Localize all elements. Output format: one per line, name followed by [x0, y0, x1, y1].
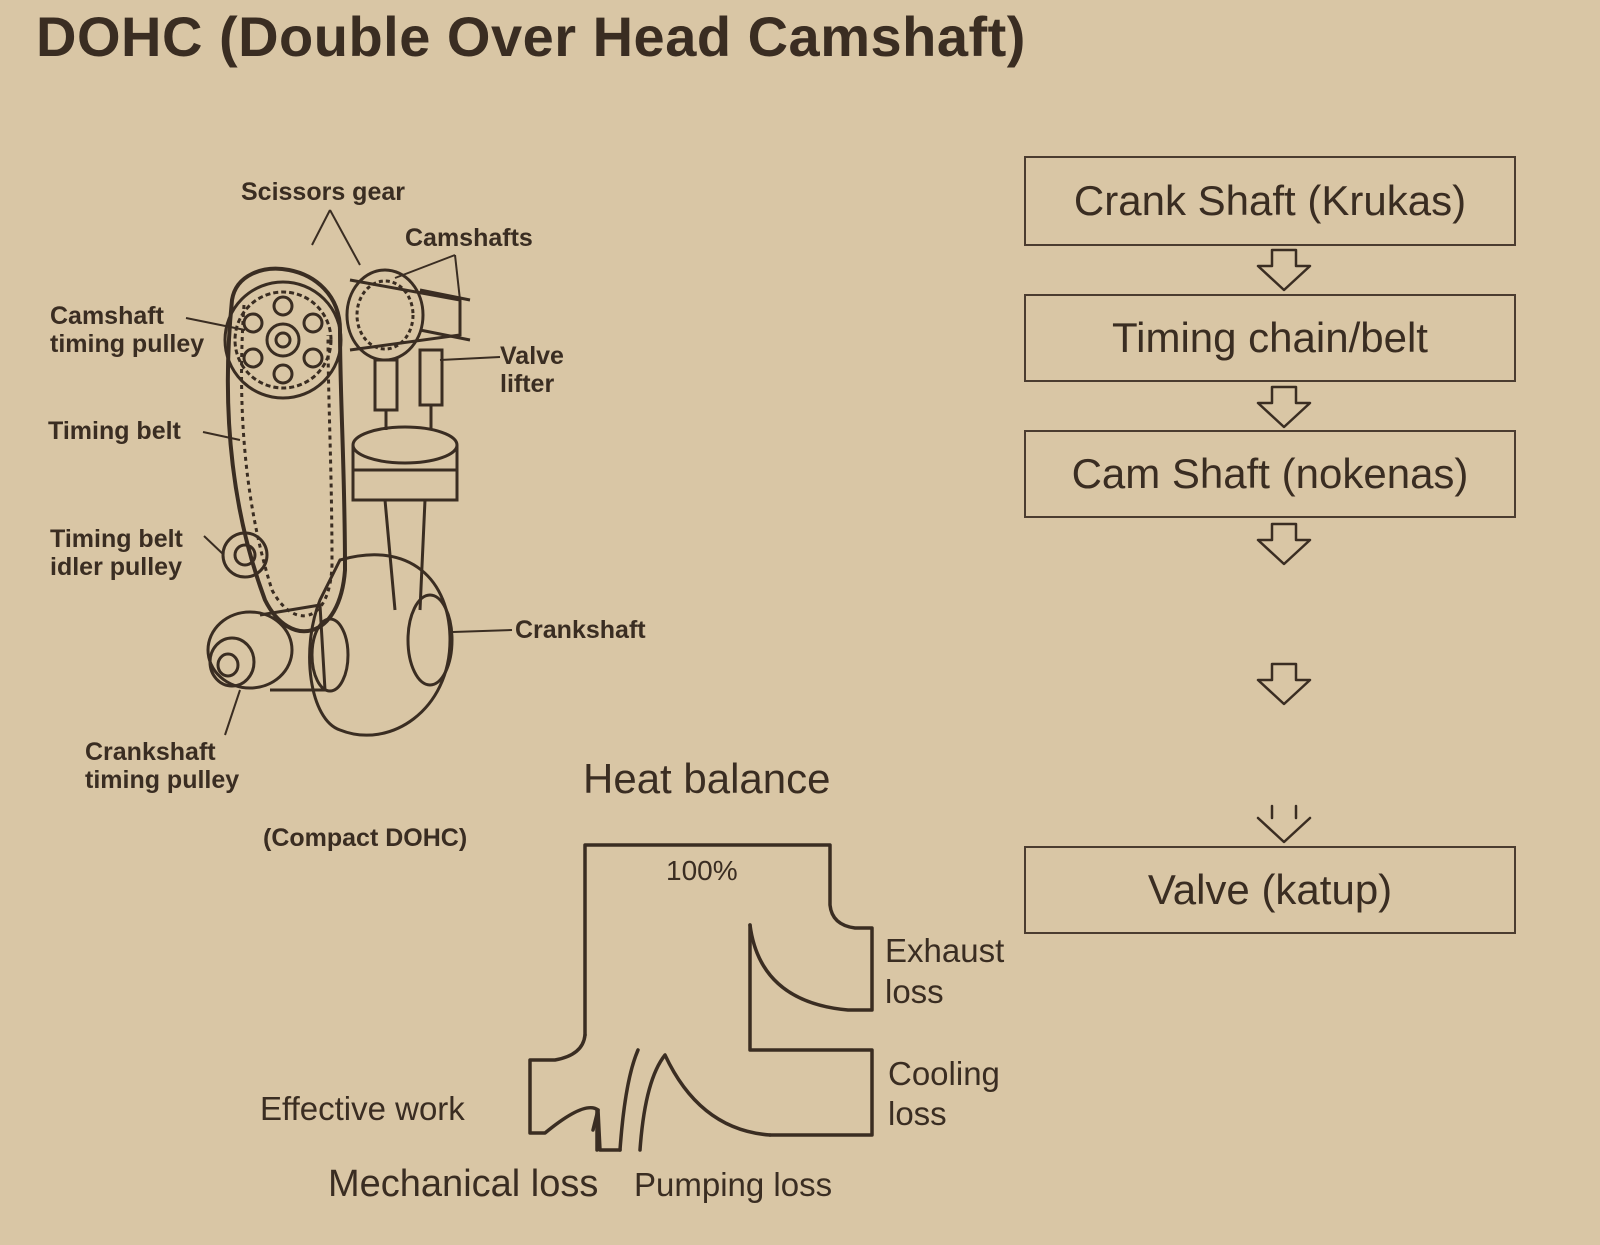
exhaust-loss-label-line1: Exhaust — [885, 932, 1005, 969]
label-idler-pulley-line1: Timing belt — [50, 525, 183, 553]
cooling-loss-band — [748, 923, 874, 1137]
page-title: DOHC (Double Over Head Camshaft) — [36, 5, 1026, 68]
crankshaft-timing-pulley — [206, 610, 294, 690]
timing-belt — [225, 266, 348, 634]
down-arrow-icon — [1256, 248, 1312, 292]
flow-step-valve: Valve (katup) — [1024, 846, 1516, 934]
mechanical-loss-label: Mechanical loss — [328, 1163, 599, 1205]
dohc-engine-illustration — [185, 209, 513, 737]
engine-caption: (Compact DOHC) — [263, 824, 468, 852]
label-valve-lifter-line1: Valve — [500, 342, 564, 370]
label-idler-pulley-line2: idler pulley — [50, 553, 182, 581]
label-crankshaft: Crankshaft — [515, 616, 646, 644]
effective-work-band — [528, 1033, 600, 1135]
effective-work-label: Effective work — [260, 1090, 465, 1127]
cooling-loss-label-line2: loss — [888, 1095, 947, 1132]
exhaust-loss-label-line2: loss — [885, 973, 944, 1010]
down-arrow-icon — [1256, 522, 1312, 566]
pumping-loss-band — [638, 1053, 772, 1152]
flow-step-timing-chain: Timing chain/belt — [1024, 294, 1516, 382]
label-timing-belt: Timing belt — [48, 417, 181, 445]
label-camshaft-timing-pulley-line2: timing pulley — [50, 330, 205, 358]
label-crankshaft-timing-pulley-line1: Crankshaft — [85, 738, 216, 766]
label-camshaft-timing-pulley-line1: Camshaft — [50, 302, 164, 330]
label-camshafts: Camshafts — [405, 224, 533, 252]
flow-step-cam-shaft: Cam Shaft (nokenas) — [1024, 430, 1516, 518]
label-valve-lifter-line2: lifter — [500, 370, 555, 398]
pumping-loss-label: Pumping loss — [634, 1166, 833, 1203]
down-arrow-icon — [1256, 385, 1312, 429]
down-arrow-icon — [1256, 804, 1312, 844]
down-arrow-icon — [1256, 662, 1312, 706]
label-scissors-gear: Scissors gear — [241, 178, 405, 206]
label-crankshaft-timing-pulley-line2: timing pulley — [85, 766, 240, 794]
cooling-loss-label-line1: Cooling — [888, 1055, 1000, 1092]
heat-balance-title: Heat balance — [583, 755, 831, 802]
heat-input-label: 100% — [666, 855, 738, 886]
flow-step-crank-shaft: Crank Shaft (Krukas) — [1024, 156, 1516, 246]
